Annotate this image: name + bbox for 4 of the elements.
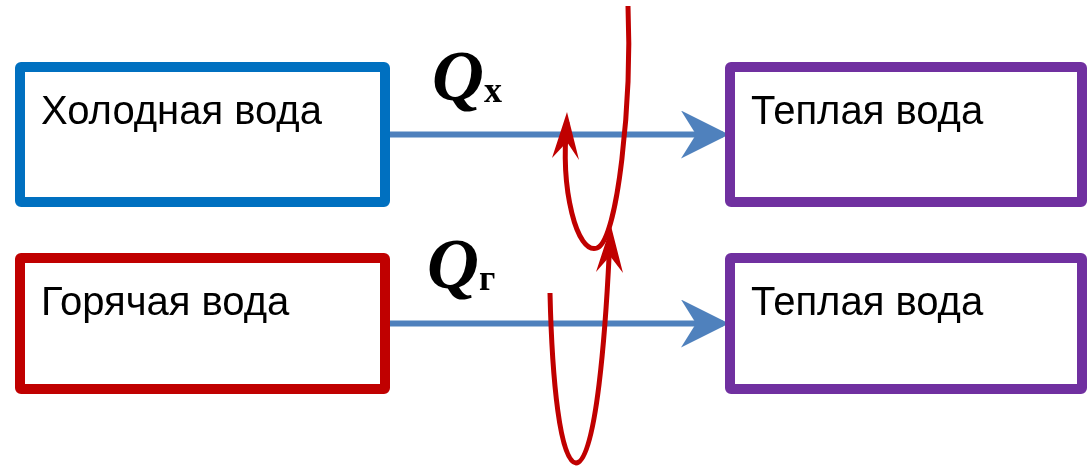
process-box: Теплая вода bbox=[725, 253, 1087, 394]
process-box: Теплая вода bbox=[725, 62, 1087, 207]
process-box: Горячая вода bbox=[15, 253, 390, 394]
process-box: Холодная вода bbox=[15, 62, 390, 207]
